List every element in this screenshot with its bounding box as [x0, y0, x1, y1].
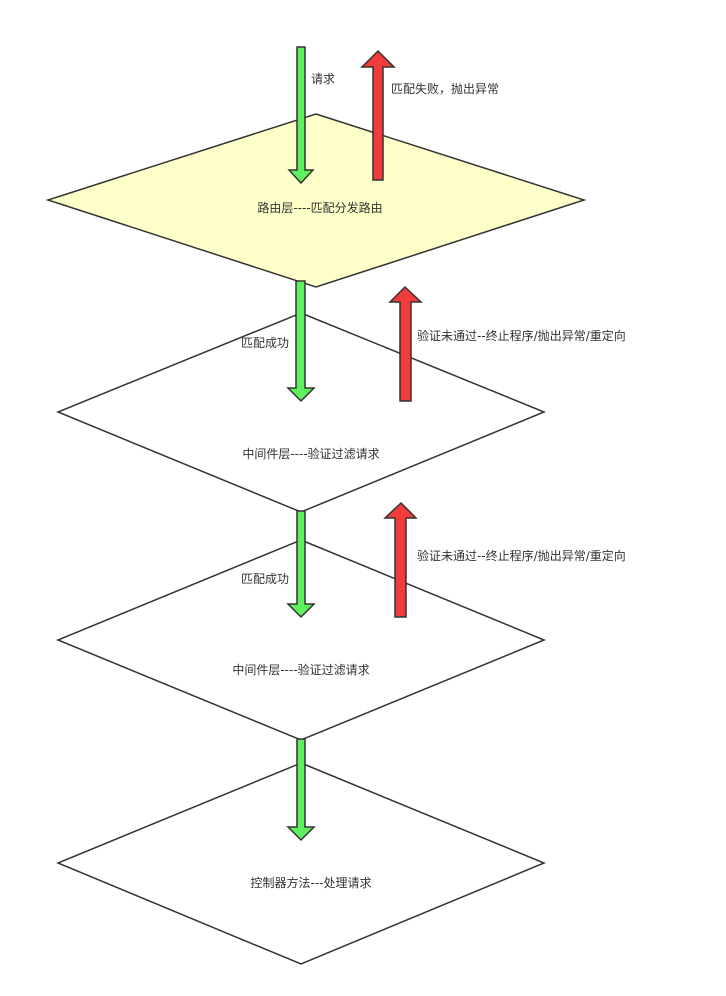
match-failure-up-arrow — [360, 49, 396, 181]
middleware-layer-2-label: 中间件层----验证过滤请求 — [232, 662, 369, 677]
match-success-down-arrow-2 — [286, 510, 316, 619]
validation-failure-label-1: 验证未通过--终止程序/抛出异常/重定向 — [417, 328, 626, 343]
request-label: 请求 — [311, 72, 335, 86]
match-success-label-2: 匹配成功 — [241, 572, 289, 586]
middleware-layer-1-label: 中间件层----验证过滤请求 — [242, 446, 379, 461]
routing-layer-label: 路由层----匹配分发路由 — [257, 200, 382, 215]
controller-down-arrow — [286, 738, 316, 842]
routing-layer-diamond — [45, 113, 587, 288]
controller-layer-label: 控制器方法---处理请求 — [251, 875, 372, 890]
match-success-label-1: 匹配成功 — [241, 336, 289, 350]
validation-failure-up-arrow-2 — [383, 501, 418, 618]
validation-failure-up-arrow-1 — [388, 285, 423, 402]
request-down-arrow — [287, 46, 315, 185]
validation-failure-label-2: 验证未通过--终止程序/抛出异常/重定向 — [417, 548, 626, 563]
match-failure-label: 匹配失败，抛出异常 — [391, 81, 499, 96]
match-success-down-arrow-1 — [286, 280, 316, 403]
controller-layer-diamond — [56, 762, 546, 965]
